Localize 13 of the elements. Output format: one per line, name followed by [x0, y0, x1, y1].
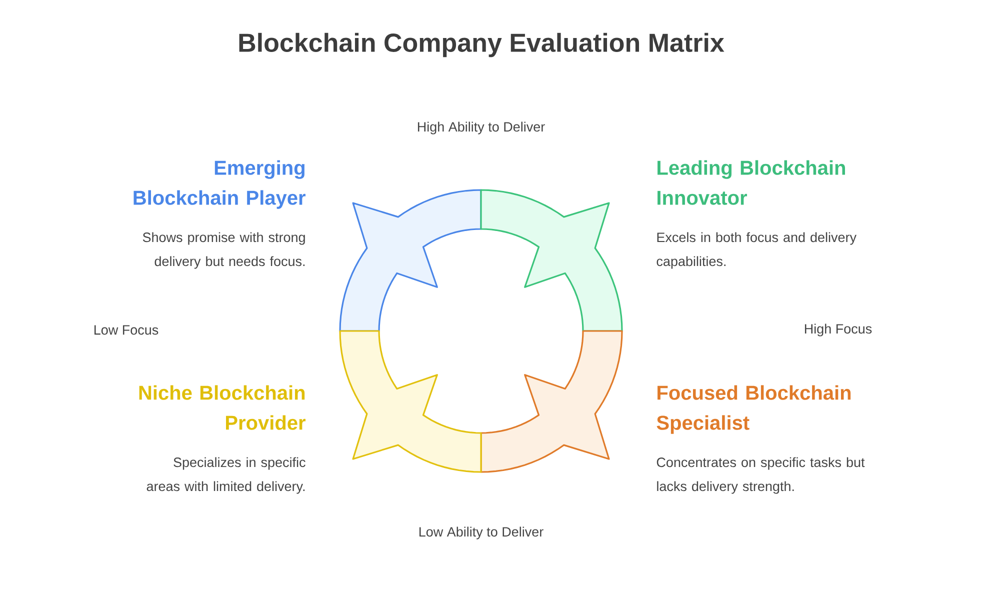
axis-label: Low Focus	[94, 325, 158, 335]
quadrant-description: Concentrates on specific tasks but lacks delivery strength.	[656, 457, 865, 494]
quadrant-description: Shows promise with strong delivery but needs focus.	[142, 232, 305, 269]
axis-label: Low Ability to Deliver	[419, 526, 544, 540]
title: Blockchain Company Evaluation Matrix	[239, 32, 724, 58]
quadrant-heading: Leading Blockchain Innovator	[658, 160, 845, 205]
quadrant-heading: Niche Blockchain Provider	[139, 385, 306, 430]
quadrant-heading: Focused Blockchain Specialist	[656, 385, 851, 434]
quadrant-description: Excels in both focus and delivery capabilities.	[656, 232, 856, 269]
axis-label: High Ability to Deliver	[418, 122, 545, 134]
quadrant-description: Specializes in specific areas with limited delivery.	[146, 457, 306, 494]
axis-label: High Focus	[804, 324, 872, 336]
quadrant-heading: Emerging Blockchain Player	[134, 160, 306, 209]
